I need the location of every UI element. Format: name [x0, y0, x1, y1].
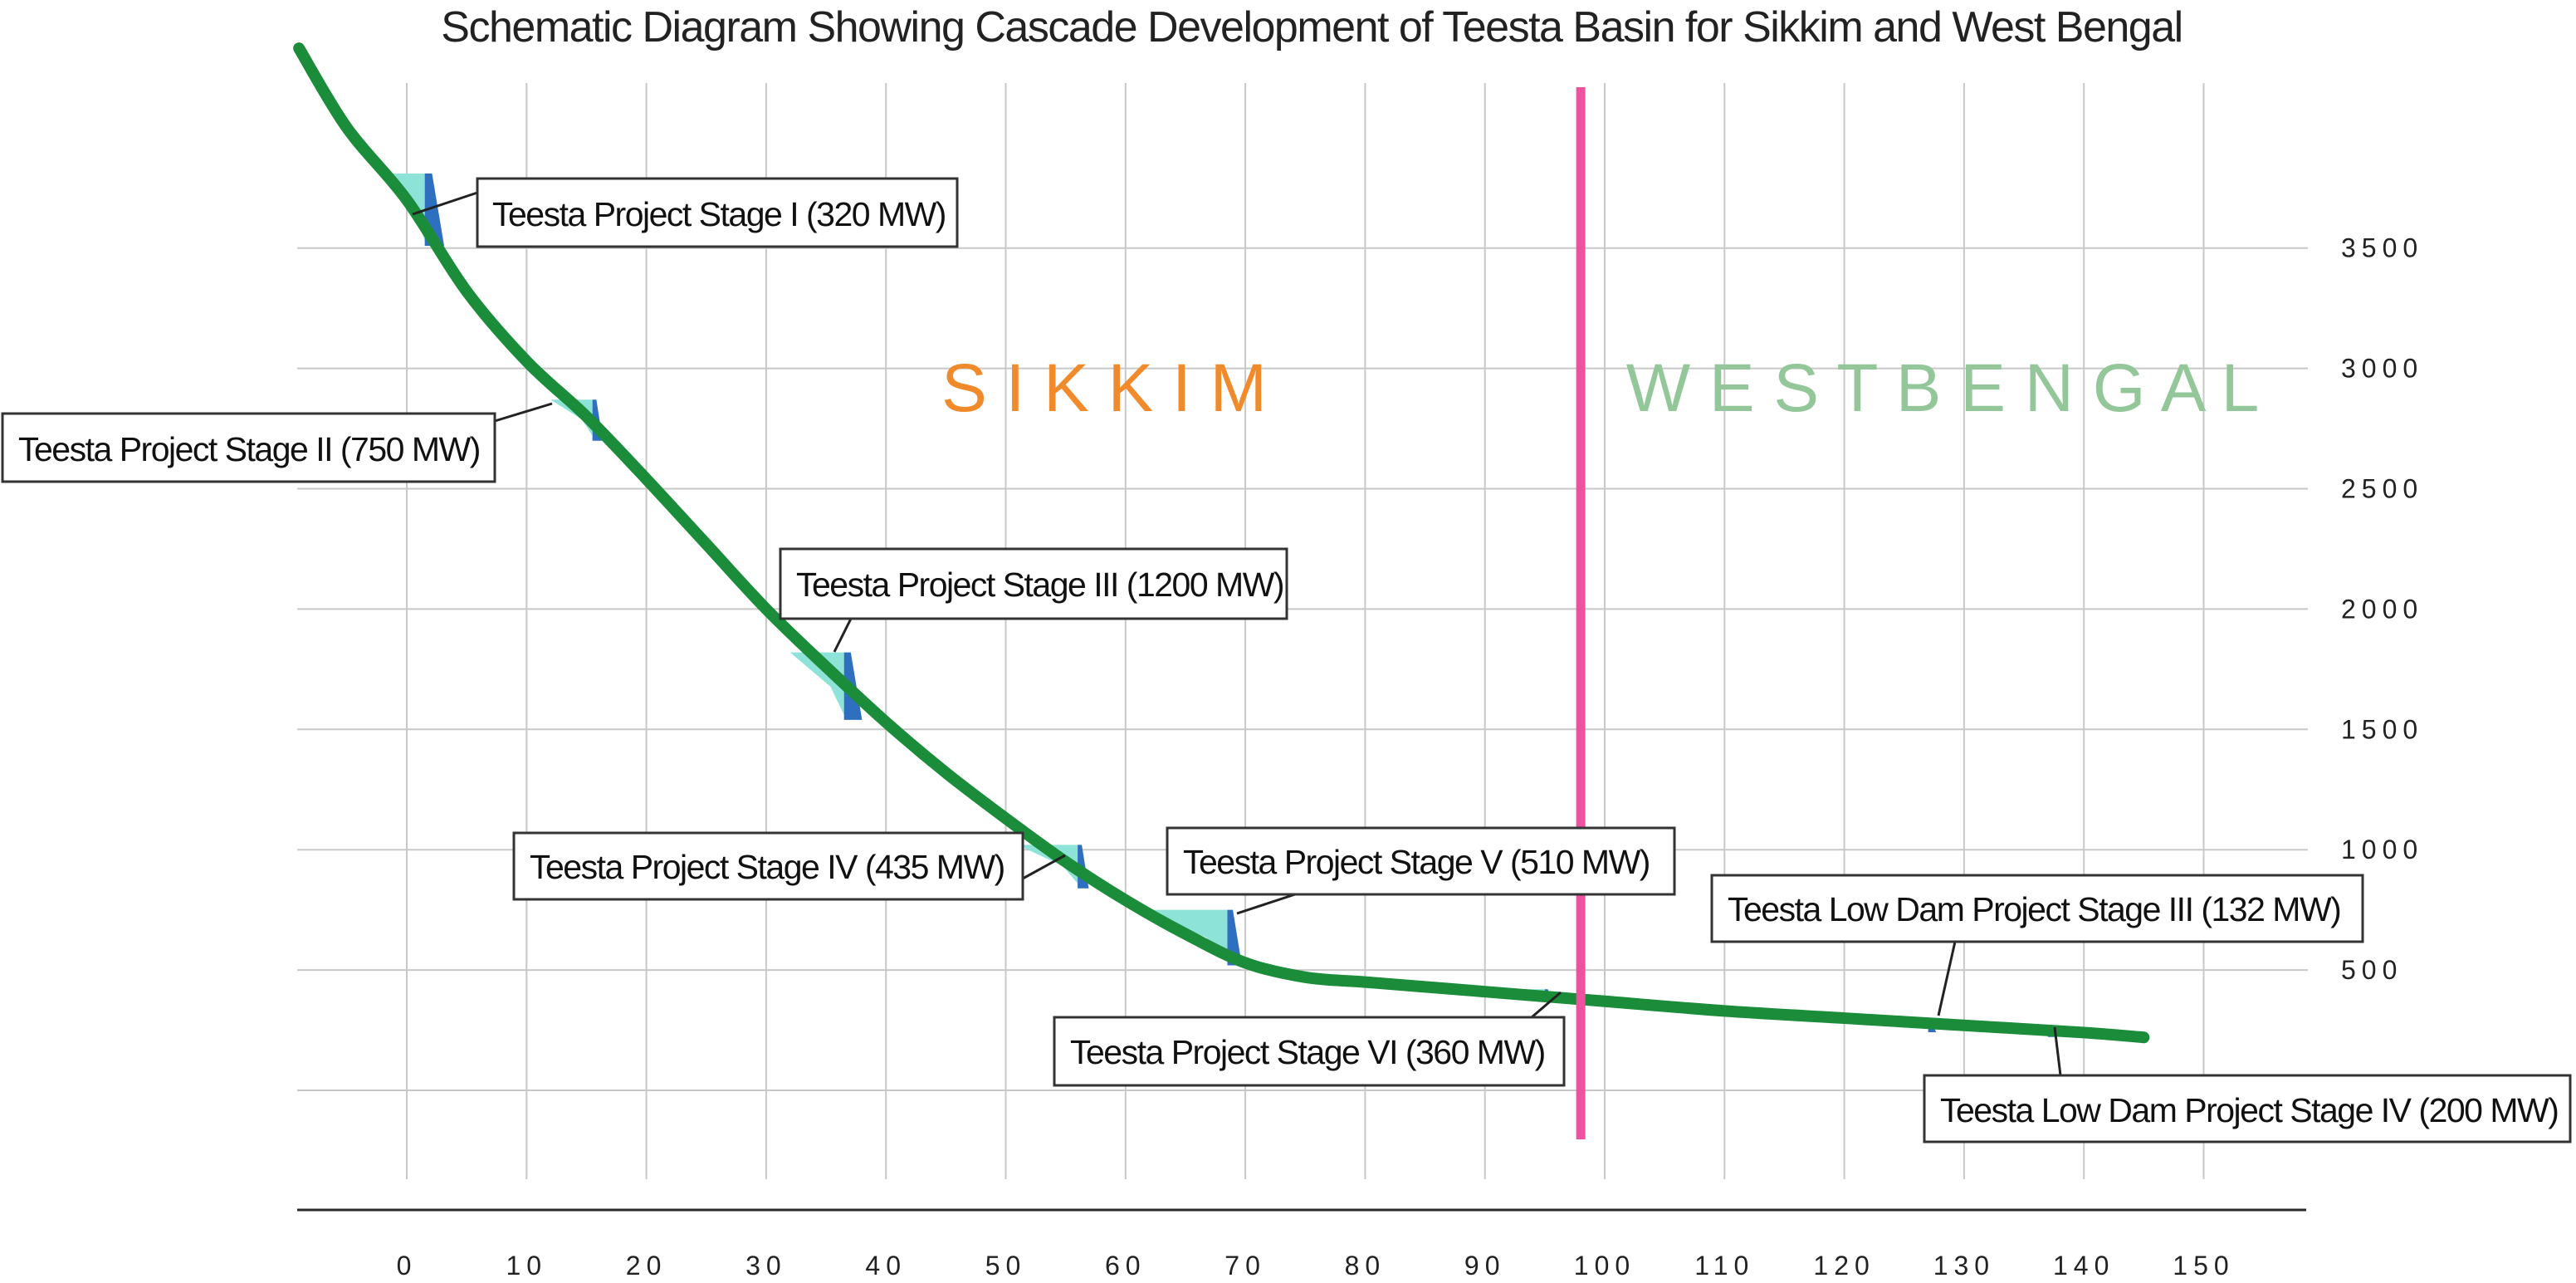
y-tick-label: 2500	[2341, 474, 2423, 504]
label-text: Teesta Low Dam Project Stage III (132 MW…	[1728, 890, 2340, 928]
label-text: Teesta Project Stage IV (435 MW)	[530, 848, 1004, 886]
leader-line	[833, 618, 853, 653]
region-label-sikkim: S I K K I M	[941, 350, 1267, 426]
x-axis-tick-labels: 0 10 20 30 40 50 60 70 80 90 100 110 120 130 140 150	[397, 1251, 2234, 1281]
leader-line	[494, 402, 553, 423]
stage-label-stage-3: Teesta Project Stage III (1200 MW)	[779, 547, 1288, 620]
stage-5-reservoir	[1143, 909, 1228, 961]
label-box	[1923, 1074, 2572, 1143]
label-box	[512, 831, 1024, 901]
label-text: Teesta Project Stage III (1200 MW)	[796, 566, 1283, 604]
x-tick-label: 50	[985, 1251, 1027, 1281]
x-tick-label: 40	[865, 1251, 907, 1281]
stage-label-stage-4: Teesta Project Stage IV (435 MW)	[512, 831, 1024, 901]
label-box	[1053, 1016, 1566, 1087]
x-tick-label: 70	[1224, 1251, 1266, 1281]
leader-line	[1937, 941, 1957, 1016]
stage-label-stage-2: Teesta Project Stage II (750 MW)	[1, 412, 496, 483]
label-text: Teesta Low Dam Project Stage IV (200 MW)	[1940, 1091, 2558, 1129]
leader-line	[1022, 854, 1066, 880]
y-tick-label: 3500	[2341, 233, 2423, 263]
stage-label-low-dam-4: Teesta Low Dam Project Stage IV (200 MW)	[1923, 1074, 2572, 1143]
stage-label-stage-1: Teesta Project Stage I (320 MW)	[476, 177, 959, 248]
label-leader-lines	[412, 191, 2062, 1076]
x-tick-label: 110	[1694, 1251, 1754, 1281]
x-tick-label: 120	[1813, 1251, 1875, 1281]
y-tick-label: 3000	[2341, 354, 2423, 384]
x-tick-label: 140	[2053, 1251, 2114, 1281]
label-text: Teesta Project Stage I (320 MW)	[492, 195, 946, 233]
x-tick-label: 0	[397, 1251, 418, 1281]
x-tick-label: 20	[626, 1251, 667, 1281]
stage-label-stage-5: Teesta Project Stage V (510 MW)	[1166, 826, 1676, 896]
label-text: Teesta Project Stage VI (360 MW)	[1070, 1033, 1545, 1071]
leader-line	[1236, 893, 1296, 915]
y-tick-label: 1000	[2341, 835, 2423, 864]
label-box	[1710, 874, 2364, 943]
leader-line	[2053, 1026, 2062, 1076]
label-box	[476, 177, 959, 248]
y-tick-label: 500	[2341, 955, 2402, 985]
y-tick-label: 1500	[2341, 714, 2423, 744]
label-text: Teesta Project Stage II (750 MW)	[18, 430, 480, 468]
x-tick-label: 100	[1574, 1251, 1635, 1281]
river-profile-curve	[293, 42, 2150, 1044]
x-tick-label: 60	[1105, 1251, 1146, 1281]
x-tick-label: 10	[506, 1251, 548, 1281]
x-tick-label: 130	[1933, 1251, 1995, 1281]
region-label-west-bengal: W E S T B E N G A L	[1626, 350, 2260, 426]
x-tick-label: 80	[1345, 1251, 1386, 1281]
stage-label-stage-6: Teesta Project Stage VI (360 MW)	[1053, 1016, 1566, 1087]
stage-label-low-dam-3: Teesta Low Dam Project Stage III (132 MW…	[1710, 874, 2364, 943]
leader-line	[412, 191, 478, 216]
label-box	[1, 412, 496, 483]
x-tick-label: 150	[2173, 1251, 2234, 1281]
x-tick-label: 30	[745, 1251, 787, 1281]
y-axis-tick-labels: 500 1000 1500 2000 2500 3000 3500	[2341, 233, 2423, 985]
label-text: Teesta Project Stage V (510 MW)	[1183, 843, 1650, 881]
diagram-title: Schematic Diagram Showing Cascade Develo…	[441, 3, 2182, 51]
y-tick-label: 2000	[2341, 594, 2423, 624]
leader-line	[1531, 991, 1562, 1019]
label-box	[779, 547, 1288, 620]
x-tick-label: 90	[1464, 1251, 1506, 1281]
label-box	[1166, 826, 1676, 896]
stage-1-reservoir	[389, 173, 425, 242]
